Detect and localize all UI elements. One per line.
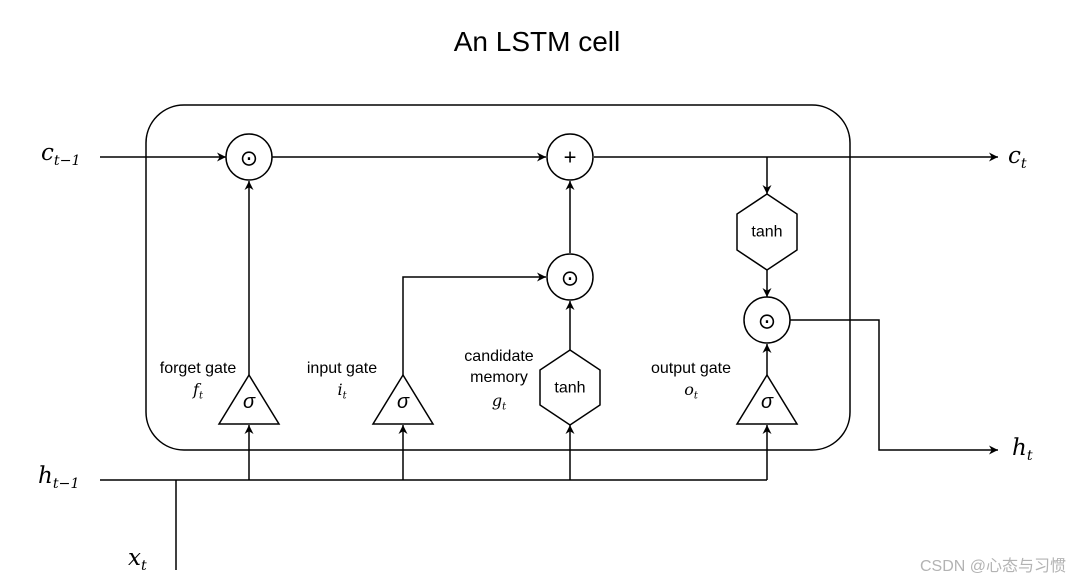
forget-gate-label: forget gate: [159, 360, 237, 377]
input-gate-symbol: it: [337, 380, 347, 402]
add-symbol: +: [564, 145, 577, 170]
forget-multiply-node: [225, 133, 273, 181]
h-prev-label: ht−1: [38, 463, 80, 492]
input-sigma: σ: [397, 391, 410, 413]
h-out-label: ht: [1012, 435, 1033, 464]
candidate-memory-label-2: memory: [470, 369, 528, 386]
forget-multiply-symbol: ⊙: [240, 146, 258, 171]
output-gate-sigmoid: [735, 373, 799, 425]
candidate-memory-label-1: candidate: [464, 348, 534, 365]
output-sigma: σ: [761, 391, 774, 413]
input-gate-to-mult: [402, 272, 546, 375]
output-gate-label: output gate: [650, 360, 732, 377]
input-multiply-symbol: ⊙: [561, 266, 579, 291]
candidate-memory-symbol: gt: [491, 391, 507, 413]
c-out-label: ct: [1008, 143, 1027, 172]
input-multiply-node: [546, 253, 594, 301]
add-node: [546, 133, 594, 181]
cell-tanh-label: tanh: [751, 224, 782, 241]
forget-gate-symbol: ft: [193, 380, 203, 402]
cell-boundary: [145, 104, 851, 451]
candidate-tanh: [539, 349, 601, 426]
h-out-line: [790, 319, 998, 455]
candidate-tanh-label: tanh: [554, 380, 585, 397]
input-gate-label: input gate: [306, 360, 378, 377]
output-multiply-symbol: ⊙: [758, 309, 776, 334]
input-gate-sigmoid: [371, 373, 435, 425]
output-multiply-node: [743, 296, 791, 344]
forget-sigma: σ: [243, 391, 256, 413]
forget-gate-sigmoid: [217, 373, 281, 425]
watermark: CSDN @心态与习惯: [919, 558, 1066, 575]
diagram-title: An LSTM cell: [453, 26, 621, 57]
cell-tanh: [736, 193, 798, 271]
x-label: xt: [128, 545, 147, 574]
output-gate-symbol: ot: [684, 380, 698, 402]
c-prev-label: ct−1: [41, 140, 81, 169]
